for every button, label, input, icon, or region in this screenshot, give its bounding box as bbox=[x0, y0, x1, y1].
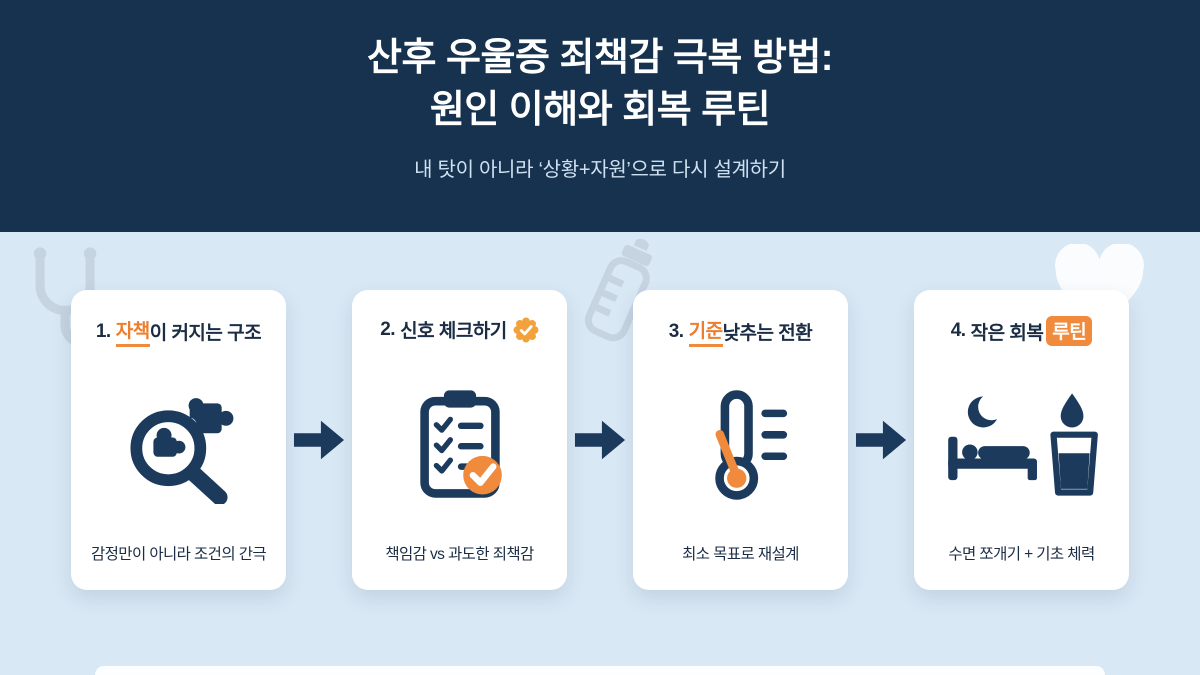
next-card-peek bbox=[95, 666, 1105, 675]
magnifier-puzzle-icon bbox=[81, 347, 276, 542]
step-2-caption: 책임감 vs 과도한 죄책감 bbox=[385, 546, 534, 563]
step-3-title-post: 낮추는 전환 bbox=[722, 323, 813, 344]
step-2-title-pre: 신호 체크하기 bbox=[400, 321, 507, 342]
page-title: 산후 우울증 죄책감 극복 방법: 원인 이해와 회복 루틴 bbox=[0, 32, 1200, 137]
arrow-right-icon bbox=[574, 420, 626, 460]
step-4-caption: 수면 쪼개기 + 기초 체력 bbox=[948, 546, 1095, 563]
step-1-title-post: 이 커지는 구조 bbox=[149, 323, 262, 344]
check-seal-icon bbox=[513, 317, 539, 342]
arrow-right-icon bbox=[293, 420, 345, 460]
step-card-2: 2. 신호 체크하기 bbox=[352, 290, 567, 590]
sleep-hydration-icon bbox=[924, 346, 1119, 542]
step-1-caption: 감정만이 아니라 조건의 간극 bbox=[90, 546, 267, 563]
step-4-title-highlight: 루틴 bbox=[1046, 316, 1093, 346]
step-1-number: 1. bbox=[95, 320, 111, 342]
page-title-line1: 산후 우울증 죄책감 극복 방법: bbox=[367, 37, 833, 79]
page-title-line2: 원인 이해와 회복 루틴 bbox=[429, 89, 771, 132]
header-banner: 산후 우울증 죄책감 극복 방법: 원인 이해와 회복 루틴 내 탓이 아니라 … bbox=[0, 0, 1200, 232]
step-2-number: 2. bbox=[380, 318, 396, 340]
step-card-3: 3. 기준 낮추는 전환 최소 목표로 재설계 bbox=[633, 290, 848, 590]
step-3-title-highlight: 기준 bbox=[688, 316, 723, 347]
step-3-number: 3. bbox=[668, 320, 684, 342]
step-4-title-pre: 작은 회복 bbox=[970, 322, 1044, 344]
arrow-right-icon bbox=[855, 420, 907, 460]
checklist-icon bbox=[362, 343, 557, 542]
page-subtitle: 내 탓이 아니라 ‘상황+자원’으로 다시 설계하기 bbox=[414, 158, 786, 181]
step-3-title: 3. 기준 낮추는 전환 bbox=[669, 316, 813, 347]
step-4-number: 4. bbox=[950, 320, 966, 341]
step-1-title-highlight: 자책 bbox=[115, 316, 150, 347]
thermometer-icon bbox=[643, 347, 838, 542]
step-2-title: 2. 신호 체크하기 bbox=[380, 316, 539, 343]
step-3-caption: 최소 목표로 재설계 bbox=[682, 546, 799, 563]
